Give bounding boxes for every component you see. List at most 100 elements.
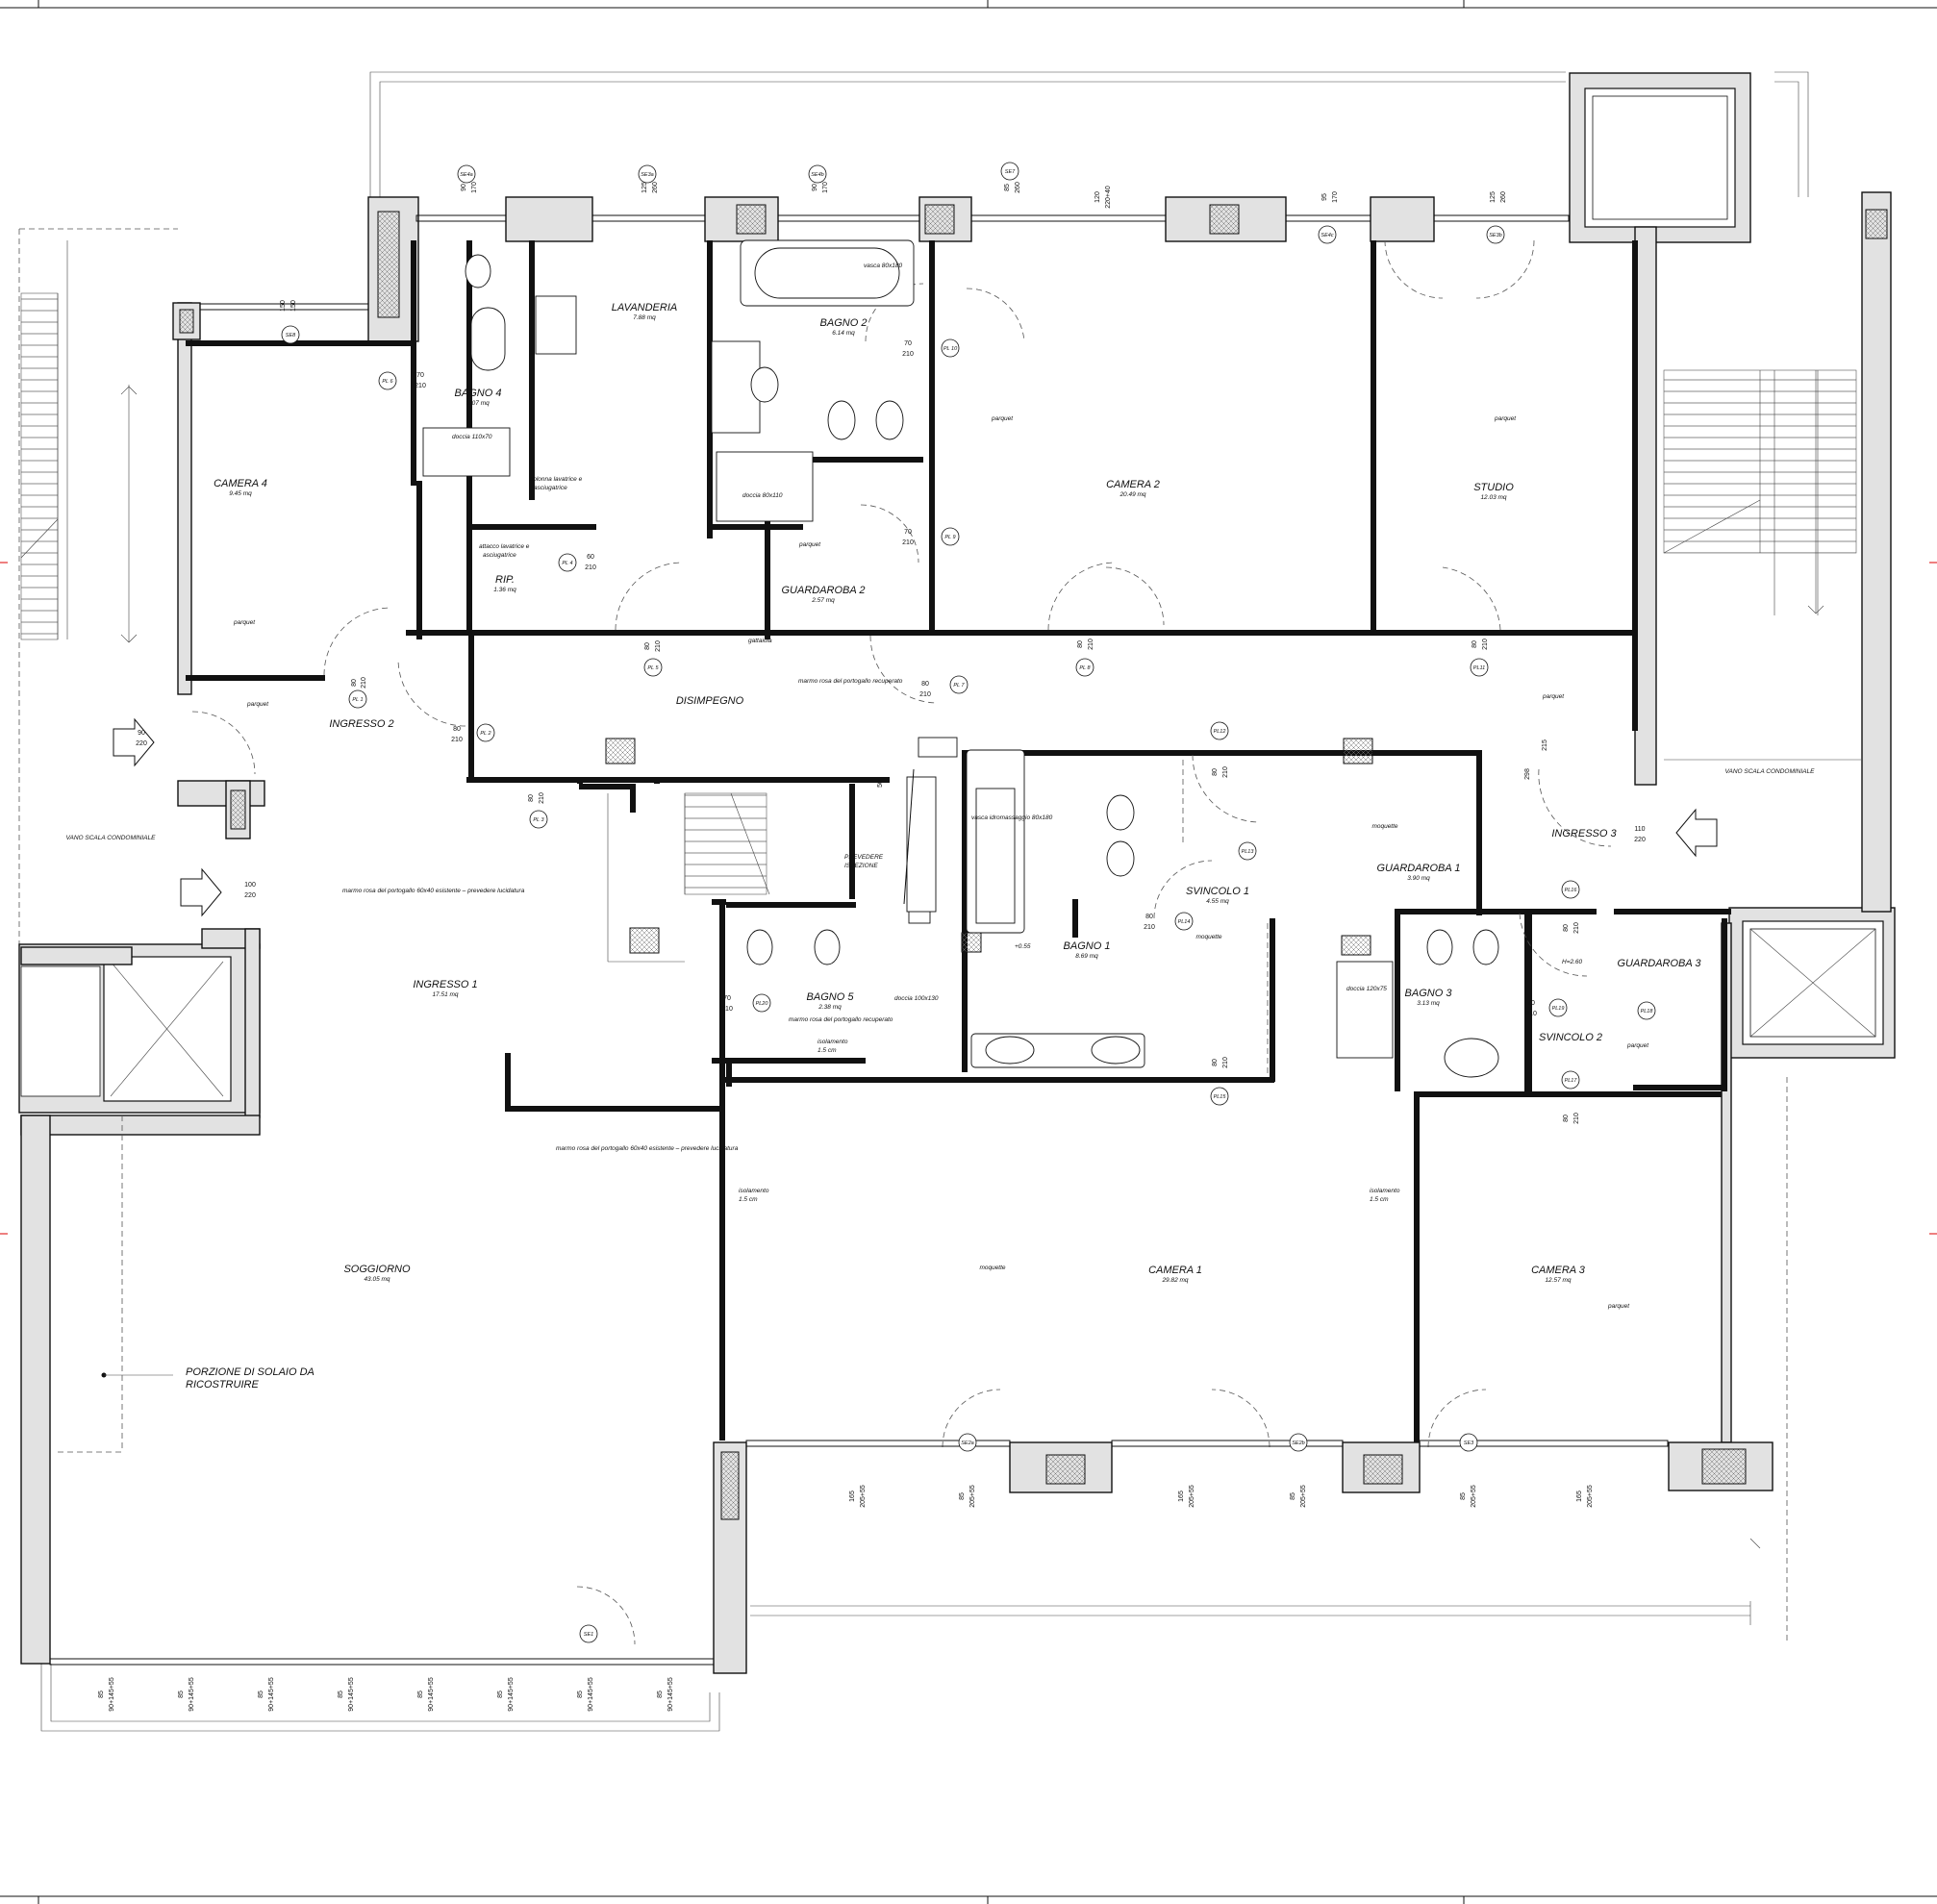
- svg-text:parquet: parquet: [1494, 415, 1517, 422]
- svg-text:43.05 mq: 43.05 mq: [364, 1276, 390, 1283]
- dim-ingresso3-w: 110: [1634, 826, 1645, 833]
- dim-pl4-w: 60: [587, 554, 594, 561]
- note-isolamento-c1: isolamento: [1370, 1188, 1400, 1194]
- svg-text:moquette: moquette: [1195, 934, 1221, 940]
- svg-text:parquet: parquet: [246, 701, 269, 708]
- svg-text:RIP.: RIP.: [495, 574, 515, 586]
- window-tag-se3: SE3: [1464, 1441, 1474, 1446]
- dim-pl14-h: 210: [1144, 924, 1155, 931]
- svg-text:CAMERA 4: CAMERA 4: [214, 478, 267, 489]
- room-camera1: CAMERA 1 29.82 mq moquette: [979, 1265, 1201, 1284]
- svg-text:moquette: moquette: [1371, 823, 1397, 830]
- dim-pl17-h: 210: [1573, 1113, 1580, 1124]
- dim-bot1-b: 205+55: [860, 1485, 867, 1508]
- door-tag-pl9: PL 9: [944, 535, 955, 540]
- window-tag-se7: SE7: [1005, 169, 1016, 175]
- dim-pl12-h: 210: [1222, 766, 1229, 778]
- dim-bot6-a: 165: [1576, 1491, 1583, 1502]
- dim-pl19-w: 70: [1527, 1000, 1535, 1007]
- door-tag-pl12: PL12: [1214, 729, 1226, 735]
- svg-text:CAMERA 1: CAMERA 1: [1148, 1265, 1202, 1276]
- door-tags: PL 1 PL 2 PL 3 PL 4 PL 5 PL 6 PL 7 PL 8 …: [352, 346, 1653, 1100]
- room-disimpegno: DISIMPEGNO marmo rosa del portogallo rec…: [676, 678, 903, 707]
- note-prevedere-2: ISPEZIONE: [844, 863, 878, 869]
- dim-se4b-a: 90: [812, 184, 818, 191]
- dim-bot1-a: 165: [849, 1491, 856, 1502]
- dim-pl15-h: 210: [1222, 1057, 1229, 1068]
- svg-text:GUARDAROBA 3: GUARDAROBA 3: [1617, 958, 1701, 969]
- dim-se1-3a: 85: [258, 1691, 264, 1698]
- dim-pl20-h: 210: [721, 1006, 733, 1013]
- door-tag-pl14: PL14: [1178, 919, 1191, 925]
- note-prevedere-1: PREVEDERE: [844, 854, 884, 861]
- door-tag-pl5: PL 5: [647, 665, 659, 671]
- door-tag-pl4: PL 4: [562, 561, 572, 566]
- dim-ingresso2-h: 220: [136, 740, 147, 747]
- window-tags: SE4a SE3a SE4b SE7 SE4c SE3b SE8 SE2a SE…: [286, 169, 1502, 1638]
- dim-bot2-b: 205+55: [969, 1485, 976, 1508]
- svg-text:12.57 mq: 12.57 mq: [1545, 1277, 1571, 1284]
- note-attacco-2: asciugatrice: [483, 552, 516, 559]
- svg-text:CAMERA 3: CAMERA 3: [1531, 1265, 1586, 1276]
- door-tag-pl1: PL 1: [352, 697, 363, 703]
- note-vasca-80x180: vasca 80x180: [864, 263, 902, 269]
- note-isolamento-a2: 1.5 cm: [818, 1047, 837, 1054]
- dim-ingresso1-w: 100: [244, 882, 256, 889]
- dim-se3a-a: 125: [641, 182, 648, 193]
- room-lavanderia: LAVANDERIA 7.88 mq: [612, 302, 677, 321]
- door-tag-pl17: PL17: [1565, 1078, 1578, 1084]
- note-isolamento-b2: 1.5 cm: [739, 1196, 758, 1203]
- note-porzione-1: PORZIONE DI SOLAIO DA: [186, 1366, 314, 1378]
- dim-se8-a: 150: [280, 300, 287, 312]
- svg-text:BAGNO 3: BAGNO 3: [1405, 988, 1453, 999]
- svg-text:BAGNO 5: BAGNO 5: [807, 991, 855, 1003]
- room-guardaroba3: GUARDAROBA 3 parquet: [1617, 958, 1701, 1049]
- dim-se1-8a: 85: [657, 1691, 664, 1698]
- svg-text:marmo rosa del portogallo recu: marmo rosa del portogallo recuperato: [798, 678, 903, 685]
- dim-pl3-w: 80: [528, 794, 535, 802]
- dim-ingresso1-h: 220: [244, 892, 256, 899]
- window-tag-se3a: SE3a: [641, 172, 653, 178]
- room-camera2: CAMERA 2 20.49 mq parquet: [991, 415, 1160, 498]
- dim-pl17-w: 80: [1563, 1115, 1570, 1122]
- svg-text:LAVANDERIA: LAVANDERIA: [612, 302, 677, 313]
- door-tag-pl8: PL 8: [1079, 665, 1091, 671]
- note-isolamento-b1: isolamento: [739, 1188, 769, 1194]
- svg-text:INGRESSO 3: INGRESSO 3: [1551, 828, 1617, 839]
- entry-arrow-ingresso2: [113, 717, 155, 767]
- room-guardaroba1: GUARDAROBA 1 3.90 mq moquette: [1371, 823, 1460, 882]
- svg-text:2.38 mq: 2.38 mq: [818, 1004, 842, 1011]
- svg-text:marmo rosa del portogallo 60x4: marmo rosa del portogallo 60x40 esistent…: [556, 1145, 739, 1152]
- dim-se1-5b: 90+145+55: [428, 1677, 435, 1712]
- room-svincolo2: SVINCOLO 2: [1539, 1032, 1602, 1043]
- dim-se1-7b: 90+145+55: [588, 1677, 594, 1712]
- room-camera4: CAMERA 4 9.45 mq parquet: [214, 478, 267, 626]
- room-rip: RIP. 1.36 mq: [493, 574, 516, 593]
- terrace-outline: [40, 71, 1809, 1732]
- entry-arrows: [113, 717, 1718, 917]
- note-doccia-120x75: doccia 120x75: [1346, 986, 1387, 992]
- svg-text:parquet: parquet: [991, 415, 1014, 422]
- dim-pl5-w: 80: [644, 642, 651, 650]
- room-bagno4: BAGNO 4 3.07 mq: [455, 388, 502, 407]
- dim-pl20-w: 70: [723, 995, 731, 1002]
- dim-pl9-h: 210: [902, 539, 914, 546]
- tag-circles: [281, 162, 1656, 1643]
- dim-bot2-a: 85: [959, 1492, 966, 1500]
- lift-shaft-top: [1569, 72, 1751, 243]
- dim-se7b-a: 120: [1094, 191, 1101, 203]
- dim-pl1-h: 210: [361, 677, 367, 689]
- svg-text:12.03 mq: 12.03 mq: [1480, 494, 1506, 501]
- dim-se1-4b: 90+145+55: [348, 1677, 355, 1712]
- door-tag-pl13: PL13: [1242, 849, 1255, 855]
- room-bagno5: BAGNO 5 2.38 mq marmo rosa del portogall…: [789, 991, 893, 1023]
- lift-shaft-left: [18, 943, 261, 1114]
- dim-pl3-h: 210: [539, 792, 545, 804]
- dim-pl8-h: 210: [1088, 639, 1094, 650]
- windows: [49, 214, 1669, 1666]
- svg-text:INGRESSO 1: INGRESSO 1: [413, 979, 477, 990]
- dim-se1-2a: 85: [178, 1691, 185, 1698]
- dim-se1-3b: 90+145+55: [268, 1677, 275, 1712]
- dim-pl15-w: 80: [1212, 1059, 1219, 1066]
